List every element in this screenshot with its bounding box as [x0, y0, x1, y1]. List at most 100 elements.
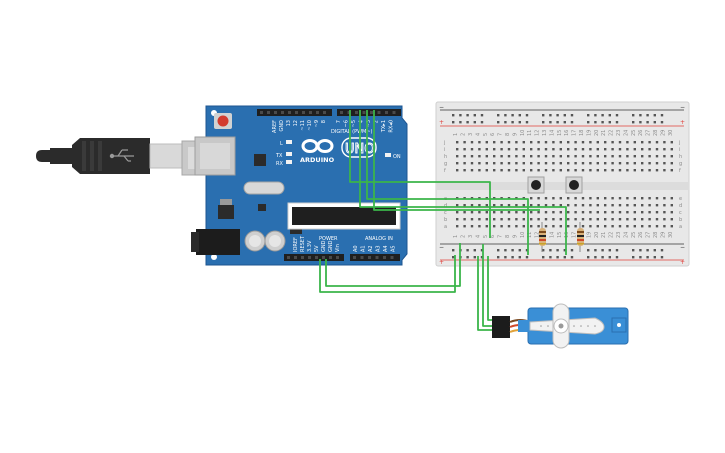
- breadboard-hole[interactable]: [507, 218, 511, 221]
- breadboard-hole[interactable]: [641, 204, 644, 207]
- breadboard-hole[interactable]: [648, 169, 651, 172]
- breadboard-hole[interactable]: [530, 225, 533, 228]
- breadboard-hole[interactable]: [478, 148, 481, 151]
- rail-hole[interactable]: [542, 256, 545, 259]
- breadboard-hole[interactable]: [611, 204, 614, 207]
- breadboard-hole[interactable]: [552, 204, 555, 207]
- breadboard-hole[interactable]: [574, 225, 577, 228]
- breadboard-hole[interactable]: [641, 155, 644, 158]
- breadboard-hole[interactable]: [589, 155, 592, 158]
- rail-hole[interactable]: [466, 256, 469, 259]
- breadboard-hole[interactable]: [633, 211, 636, 214]
- rail-hole[interactable]: [525, 121, 529, 124]
- breadboard-hole[interactable]: [618, 225, 622, 228]
- breadboard-hole[interactable]: [626, 211, 629, 214]
- breadboard-hole[interactable]: [463, 218, 466, 221]
- rail-hole[interactable]: [549, 121, 552, 124]
- rail-hole[interactable]: [608, 114, 611, 117]
- rail-hole[interactable]: [542, 114, 545, 117]
- rail-hole[interactable]: [653, 256, 656, 259]
- header-pin[interactable]: [322, 256, 325, 259]
- breadboard-hole[interactable]: [530, 148, 533, 151]
- rail-hole[interactable]: [504, 256, 507, 259]
- breadboard-hole[interactable]: [552, 211, 555, 214]
- rail-hole[interactable]: [459, 114, 462, 117]
- breadboard-hole[interactable]: [611, 169, 614, 172]
- rail-hole[interactable]: [549, 249, 552, 252]
- breadboard-hole[interactable]: [626, 155, 629, 158]
- breadboard-hole[interactable]: [507, 204, 511, 207]
- breadboard-hole[interactable]: [470, 162, 474, 165]
- header-pin[interactable]: [336, 256, 339, 259]
- breadboard-hole[interactable]: [485, 218, 488, 221]
- breadboard-hole[interactable]: [500, 155, 503, 158]
- breadboard-hole[interactable]: [515, 211, 518, 214]
- breadboard-hole[interactable]: [552, 162, 555, 165]
- rail-hole[interactable]: [504, 121, 507, 124]
- breadboard-hole[interactable]: [544, 162, 548, 165]
- breadboard-hole[interactable]: [670, 155, 673, 158]
- breadboard-hole[interactable]: [641, 218, 644, 221]
- breadboard-hole[interactable]: [456, 204, 459, 207]
- rail-hole[interactable]: [594, 121, 597, 124]
- breadboard-hole[interactable]: [581, 141, 585, 144]
- breadboard-hole[interactable]: [626, 204, 629, 207]
- breadboard-hole[interactable]: [596, 225, 599, 228]
- breadboard-hole[interactable]: [456, 141, 459, 144]
- header-pin[interactable]: [340, 111, 343, 114]
- breadboard-hole[interactable]: [530, 211, 533, 214]
- breadboard-hole[interactable]: [611, 211, 614, 214]
- rail-hole[interactable]: [480, 256, 484, 259]
- breadboard-hole[interactable]: [611, 162, 614, 165]
- breadboard-hole[interactable]: [596, 218, 599, 221]
- rail-hole[interactable]: [646, 121, 649, 124]
- header-pin[interactable]: [287, 256, 290, 259]
- rail-hole[interactable]: [511, 256, 514, 259]
- breadboard-hole[interactable]: [633, 169, 636, 172]
- breadboard-hole[interactable]: [552, 155, 555, 158]
- breadboard-hole[interactable]: [648, 218, 651, 221]
- breadboard-hole[interactable]: [618, 148, 622, 151]
- breadboard-hole[interactable]: [515, 148, 518, 151]
- breadboard-hole[interactable]: [507, 141, 511, 144]
- breadboard-hole[interactable]: [530, 218, 533, 221]
- header-pin[interactable]: [353, 256, 356, 259]
- breadboard-hole[interactable]: [655, 148, 659, 151]
- breadboard-hole[interactable]: [567, 204, 570, 207]
- breadboard-hole[interactable]: [596, 204, 599, 207]
- breadboard-hole[interactable]: [618, 141, 622, 144]
- breadboard-hole[interactable]: [456, 148, 459, 151]
- rail-hole[interactable]: [601, 121, 604, 124]
- breadboard-hole[interactable]: [485, 162, 488, 165]
- breadboard-hole[interactable]: [493, 218, 496, 221]
- breadboard-hole[interactable]: [589, 225, 592, 228]
- breadboard-hole[interactable]: [500, 204, 503, 207]
- breadboard-hole[interactable]: [618, 197, 622, 200]
- breadboard-hole[interactable]: [470, 155, 474, 158]
- breadboard-hole[interactable]: [596, 197, 599, 200]
- breadboard-hole[interactable]: [604, 148, 607, 151]
- rail-hole[interactable]: [556, 256, 559, 259]
- breadboard-hole[interactable]: [618, 218, 622, 221]
- breadboard-hole[interactable]: [537, 225, 540, 228]
- breadboard-hole[interactable]: [463, 169, 466, 172]
- header-pin[interactable]: [392, 111, 396, 114]
- breadboard-hole[interactable]: [522, 148, 525, 151]
- breadboard-hole[interactable]: [596, 169, 599, 172]
- breadboard-hole[interactable]: [537, 218, 540, 221]
- breadboard-hole[interactable]: [581, 169, 585, 172]
- breadboard-hole[interactable]: [670, 148, 673, 151]
- breadboard-hole[interactable]: [493, 225, 496, 228]
- rail-hole[interactable]: [660, 256, 664, 259]
- breadboard-hole[interactable]: [485, 141, 488, 144]
- breadboard-hole[interactable]: [500, 141, 503, 144]
- breadboard-hole[interactable]: [522, 155, 525, 158]
- push-button-2-icon[interactable]: [565, 176, 583, 194]
- breadboard-hole[interactable]: [648, 197, 651, 200]
- breadboard-hole[interactable]: [589, 169, 592, 172]
- reset-button-icon[interactable]: [214, 113, 232, 129]
- breadboard-hole[interactable]: [537, 155, 540, 158]
- breadboard-hole[interactable]: [493, 141, 496, 144]
- rail-hole[interactable]: [646, 114, 649, 117]
- breadboard-hole[interactable]: [641, 211, 644, 214]
